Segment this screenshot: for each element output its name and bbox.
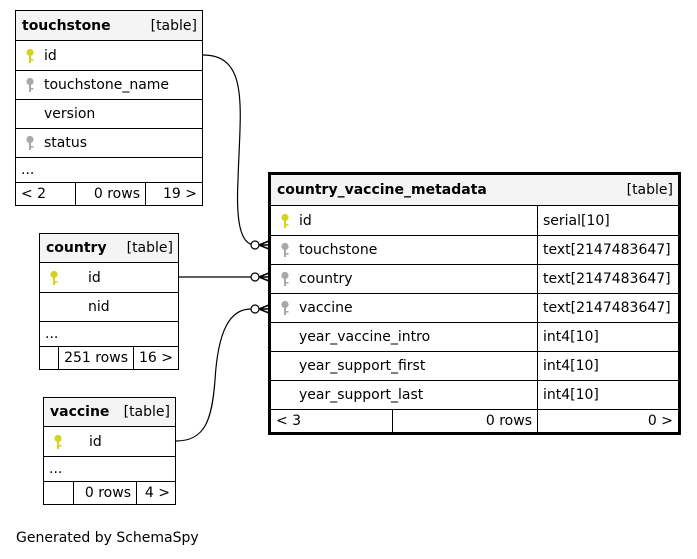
- generator-credit: Generated by SchemaSpy: [16, 530, 199, 546]
- foreign-key-icon: [271, 236, 299, 264]
- column-name: touchstone_name: [44, 77, 170, 93]
- relationship-country-crowfoot: [258, 272, 270, 282]
- table-kind: [table]: [123, 404, 170, 420]
- relationship-vaccine-crowfoot: [258, 304, 270, 314]
- table-header: vaccine [table]: [44, 398, 175, 426]
- relationship-touchstone-crowfoot: [258, 240, 270, 250]
- column-type: int4[10]: [537, 352, 678, 380]
- column-row[interactable]: touchstone_name: [16, 70, 202, 99]
- table-kind: [table]: [126, 240, 173, 256]
- relationship-touchstone: [202, 54, 256, 246]
- prev-link[interactable]: < 3: [276, 413, 302, 429]
- more-columns[interactable]: ...: [40, 321, 178, 346]
- primary-key-icon: [40, 263, 68, 292]
- primary-key-icon: [271, 206, 299, 235]
- relationship-country-optional-marker: [250, 272, 260, 282]
- row-count: 0 rows: [75, 183, 145, 205]
- row-count: 0 rows: [73, 482, 136, 504]
- table-name: country_vaccine_metadata: [277, 182, 487, 198]
- column-row[interactable]: status: [16, 128, 202, 157]
- table-header: country [table]: [40, 234, 178, 262]
- column-name: country: [299, 271, 353, 287]
- column-name: touchstone: [299, 242, 378, 258]
- relationship-vaccine: [175, 308, 252, 442]
- primary-key-icon: [16, 41, 44, 70]
- next-link[interactable]: 19 >: [145, 183, 202, 205]
- column-name: year_support_first: [299, 358, 426, 374]
- prev-link[interactable]: [44, 482, 73, 504]
- foreign-key-icon: [271, 294, 299, 322]
- table-vaccine[interactable]: vaccine [table] id ... 0 rows 4 >: [43, 397, 176, 505]
- column-type: text[2147483647]: [537, 236, 678, 264]
- table-touchstone[interactable]: touchstone [table] id touchstone_name ve…: [15, 10, 203, 206]
- primary-key-icon: [44, 427, 72, 456]
- row-count: 251 rows: [58, 347, 133, 369]
- column-type: serial[10]: [537, 206, 678, 235]
- table-country-vaccine-metadata[interactable]: country_vaccine_metadata [table] id seri…: [268, 172, 681, 435]
- column-type: text[2147483647]: [537, 294, 678, 322]
- row-count: 0 rows: [392, 410, 537, 432]
- column-name: version: [44, 106, 96, 122]
- column-name: vaccine: [299, 300, 353, 316]
- column-type: int4[10]: [537, 381, 678, 409]
- column-row[interactable]: country text[2147483647]: [271, 264, 678, 293]
- next-link[interactable]: 16 >: [133, 347, 178, 369]
- column-name: year_support_last: [299, 387, 424, 403]
- index-key-icon: [16, 71, 44, 99]
- table-nav: < 3 0 rows 0 >: [271, 409, 678, 432]
- column-row[interactable]: year_vaccine_intro int4[10]: [271, 322, 678, 351]
- table-name: vaccine: [50, 404, 110, 420]
- column-type: text[2147483647]: [537, 265, 678, 293]
- column-row[interactable]: id: [44, 426, 175, 456]
- table-nav: < 2 0 rows 19 >: [16, 182, 202, 205]
- next-link[interactable]: 0 >: [537, 410, 678, 432]
- column-name: id: [299, 212, 312, 229]
- column-name: id: [88, 269, 101, 286]
- column-type: int4[10]: [537, 323, 678, 351]
- ellipsis: ...: [21, 162, 35, 178]
- column-row[interactable]: touchstone text[2147483647]: [271, 235, 678, 264]
- table-country[interactable]: country [table] id nid ... 251 rows 16 >: [39, 233, 179, 370]
- table-kind: [table]: [150, 17, 197, 34]
- column-row[interactable]: nid: [40, 292, 178, 321]
- column-row[interactable]: year_support_last int4[10]: [271, 380, 678, 409]
- table-name: touchstone: [22, 17, 111, 34]
- prev-link[interactable]: [40, 347, 58, 369]
- column-name: status: [44, 135, 88, 151]
- table-nav: 0 rows 4 >: [44, 481, 175, 504]
- table-nav: 251 rows 16 >: [40, 346, 178, 369]
- column-row[interactable]: vaccine text[2147483647]: [271, 293, 678, 322]
- index-key-icon: [16, 129, 44, 157]
- column-row[interactable]: version: [16, 99, 202, 128]
- column-row[interactable]: id serial[10]: [271, 205, 678, 235]
- column-name: year_vaccine_intro: [299, 329, 431, 345]
- column-row[interactable]: id: [40, 262, 178, 292]
- table-name: country: [46, 240, 107, 256]
- column-row[interactable]: id: [16, 40, 202, 70]
- ellipsis: ...: [49, 461, 63, 477]
- column-name: id: [89, 433, 102, 450]
- relationship-touchstone-optional-marker: [250, 240, 260, 250]
- table-header: touchstone [table]: [16, 11, 202, 40]
- next-link[interactable]: 4 >: [136, 482, 175, 504]
- column-row[interactable]: year_support_first int4[10]: [271, 351, 678, 380]
- table-kind: [table]: [626, 182, 673, 198]
- foreign-key-icon: [271, 265, 299, 293]
- prev-link[interactable]: < 2: [21, 186, 47, 202]
- table-header: country_vaccine_metadata [table]: [271, 175, 678, 205]
- ellipsis: ...: [45, 326, 59, 342]
- column-name: id: [44, 47, 57, 64]
- column-name: nid: [88, 299, 110, 315]
- more-columns[interactable]: ...: [16, 157, 202, 182]
- relationship-vaccine-optional-marker: [250, 304, 260, 314]
- more-columns[interactable]: ...: [44, 456, 175, 481]
